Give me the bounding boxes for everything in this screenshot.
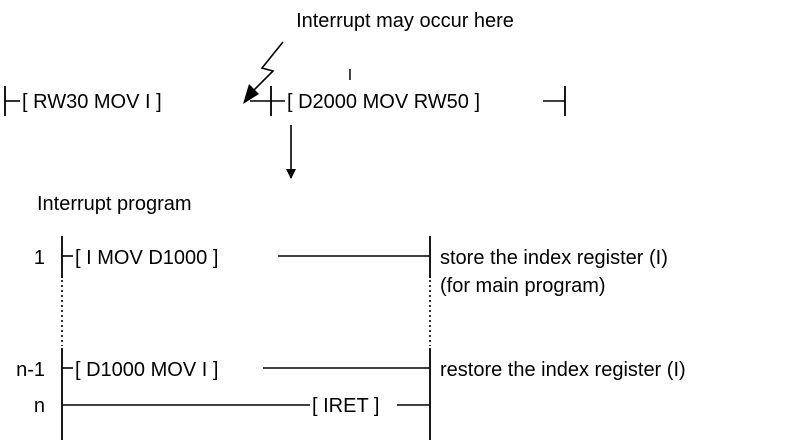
interrupt-rails [61, 236, 431, 440]
rung-number: 1 [34, 247, 45, 269]
rung-instruction: [ I MOV D1000 ] [75, 247, 218, 269]
rung-1: 1 [ I MOV D1000 ] store the index regist… [34, 247, 668, 297]
rung-comment-line-1: store the index register (I) [440, 247, 668, 269]
main-rung [4, 86, 566, 116]
rung-number: n-1 [16, 359, 45, 381]
rung-n-minus-1: n-1 [ D1000 MOV I ] restore the index re… [16, 359, 686, 381]
rung-number: n [34, 395, 45, 417]
rung-instruction: [ IRET ] [312, 395, 379, 417]
interrupt-note: Interrupt may occur here [296, 10, 514, 32]
main-instruction-2: [ D2000 MOV RW50 ] [287, 91, 480, 113]
rung-comment-line-1: restore the index register (I) [440, 359, 686, 381]
pointer-mark: I [348, 67, 352, 84]
rung-instruction: [ D1000 MOV I ] [75, 359, 218, 381]
rung-comment-line-2: (for main program) [440, 275, 606, 297]
main-instruction-1: [ RW30 MOV I ] [22, 91, 162, 113]
rung-n: n [ IRET ] [34, 395, 430, 417]
lightning-arrow-icon [243, 41, 284, 104]
interrupt-program-title: Interrupt program [37, 193, 192, 215]
